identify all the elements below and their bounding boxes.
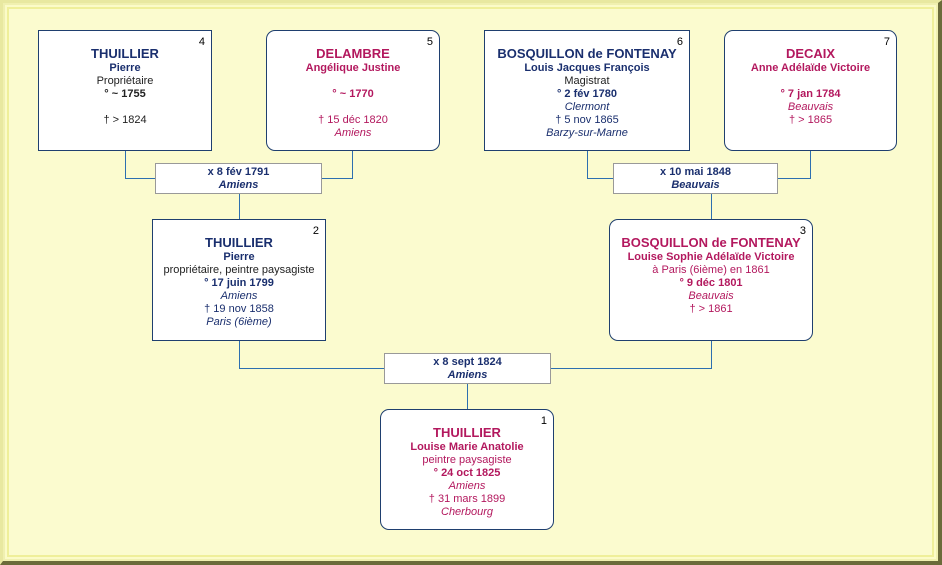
death: † > 1861 xyxy=(689,303,733,315)
birth: ° 17 juin 1799 xyxy=(204,277,274,289)
surname: DECAIX xyxy=(785,46,836,61)
sosa-number: 3 xyxy=(799,225,806,237)
birth: ° 2 fév 1780 xyxy=(556,88,618,100)
marriage-date: x 8 fév 1791 xyxy=(207,166,270,178)
marriage-box-4-5[interactable]: x 8 fév 1791 Amiens xyxy=(155,163,322,194)
given-name: Angélique Justine xyxy=(305,62,401,74)
sosa-number: 1 xyxy=(540,415,547,427)
occupation: peintre paysagiste xyxy=(422,454,512,466)
surname: BOSQUILLON de FONTENAY xyxy=(497,46,677,61)
birth: ° 9 déc 1801 xyxy=(679,277,743,289)
person-card-1[interactable]: 1 THUILLIER Louise Marie Anatolie peintr… xyxy=(380,409,554,530)
marriage-date: x 10 mai 1848 xyxy=(660,166,731,178)
marriage-place: Amiens xyxy=(218,179,259,191)
surname: THUILLIER xyxy=(205,235,273,250)
death: † 15 déc 1820 xyxy=(318,114,388,126)
surname: THUILLIER xyxy=(91,46,159,61)
death: † 19 nov 1858 xyxy=(204,303,274,315)
marriage-date: x 8 sept 1824 xyxy=(433,356,502,368)
person-card-3[interactable]: 3 BOSQUILLON de FONTENAY Louise Sophie A… xyxy=(609,219,813,341)
death: † > 1824 xyxy=(103,114,147,126)
marriage-place: Beauvais xyxy=(671,179,720,191)
sosa-number: 6 xyxy=(676,36,683,48)
sosa-number: 4 xyxy=(198,36,205,48)
given-name: Anne Adélaïde Victoire xyxy=(750,62,871,74)
person-card-6[interactable]: 6 BOSQUILLON de FONTENAY Louis Jacques F… xyxy=(484,30,690,151)
occupation: Propriétaire xyxy=(96,75,154,87)
person-card-2[interactable]: 2 THUILLIER Pierre propriétaire, peintre… xyxy=(152,219,326,341)
person-card-7[interactable]: 7 DECAIX Anne Adélaïde Victoire ° 7 jan … xyxy=(724,30,897,151)
birth-place: Clermont xyxy=(564,101,610,113)
person-card-5[interactable]: 5 DELAMBRE Angélique Justine ° ~ 1770 † … xyxy=(266,30,440,151)
marriage-box-2-3[interactable]: x 8 sept 1824 Amiens xyxy=(384,353,551,384)
given-name: Pierre xyxy=(109,62,141,74)
occupation: à Paris (6ième) en 1861 xyxy=(652,264,770,276)
given-name: Pierre xyxy=(223,251,255,263)
given-name: Louise Marie Anatolie xyxy=(410,441,524,453)
death: † 31 mars 1899 xyxy=(428,493,506,505)
occupation: propriétaire, peintre paysagiste xyxy=(163,264,315,276)
sosa-number: 7 xyxy=(883,36,890,48)
birth: ° ~ 1770 xyxy=(332,88,374,100)
birth-place: Amiens xyxy=(448,480,486,492)
death: † 5 nov 1865 xyxy=(555,114,619,126)
death-place: Paris (6ième) xyxy=(206,316,272,328)
birth-place: Beauvais xyxy=(787,101,834,113)
death-place: Barzy-sur-Marne xyxy=(546,127,628,139)
birth-place: Amiens xyxy=(220,290,258,302)
birth-place: Beauvais xyxy=(688,290,734,302)
surname: BOSQUILLON de FONTENAY xyxy=(621,235,801,250)
birth: ° 7 jan 1784 xyxy=(780,88,841,100)
surname: DELAMBRE xyxy=(316,46,390,61)
marriage-place: Amiens xyxy=(447,369,488,381)
marriage-box-6-7[interactable]: x 10 mai 1848 Beauvais xyxy=(613,163,778,194)
surname: THUILLIER xyxy=(433,425,501,440)
birth: ° ~ 1755 xyxy=(104,88,146,100)
sosa-number: 2 xyxy=(312,225,319,237)
occupation: Magistrat xyxy=(564,75,610,87)
death-place: Amiens xyxy=(334,127,372,139)
person-card-4[interactable]: 4 THUILLIER Pierre Propriétaire ° ~ 1755… xyxy=(38,30,212,151)
death-place: Cherbourg xyxy=(441,506,493,518)
sosa-number: 5 xyxy=(426,36,433,48)
given-name: Louis Jacques François xyxy=(524,62,650,74)
birth: ° 24 oct 1825 xyxy=(433,467,501,479)
given-name: Louise Sophie Adélaïde Victoire xyxy=(627,251,795,263)
death: † > 1865 xyxy=(788,114,833,126)
